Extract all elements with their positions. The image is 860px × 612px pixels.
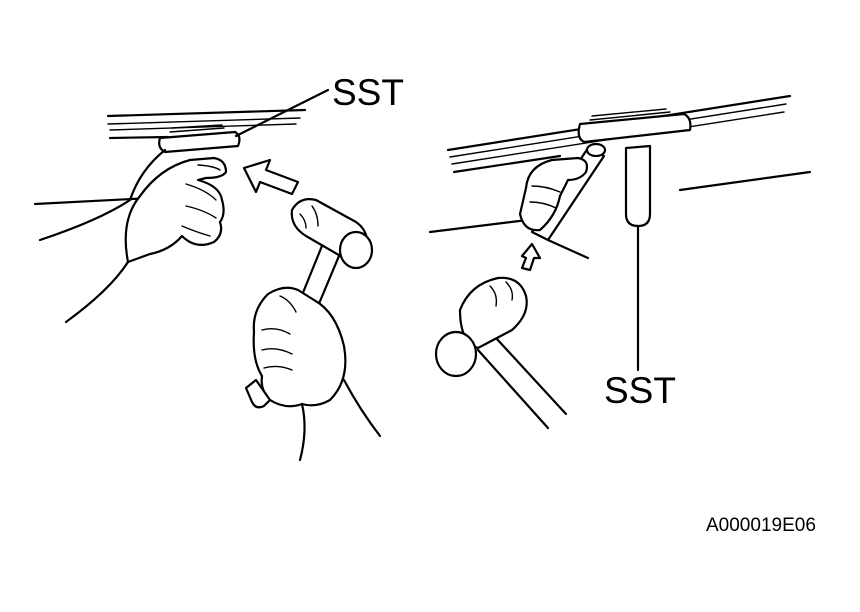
left-direction-arrow — [242, 158, 300, 196]
left-hand-holding-tool — [38, 148, 228, 324]
sst-label-left: SST — [332, 72, 404, 113]
right-hammer — [434, 276, 568, 430]
left-panel-illustration — [33, 88, 382, 462]
right-panel-illustration — [428, 94, 812, 430]
right-hand-holding-drift — [518, 156, 590, 260]
right-direction-arrow — [520, 242, 542, 272]
sst-label-right: SST — [604, 370, 676, 411]
left-hand-holding-hammer — [244, 286, 382, 462]
left-roof-edge — [33, 108, 307, 206]
figure-code: A000019E06 — [706, 515, 816, 536]
right-sst-tool — [577, 108, 692, 372]
left-sst-tool — [158, 88, 330, 154]
